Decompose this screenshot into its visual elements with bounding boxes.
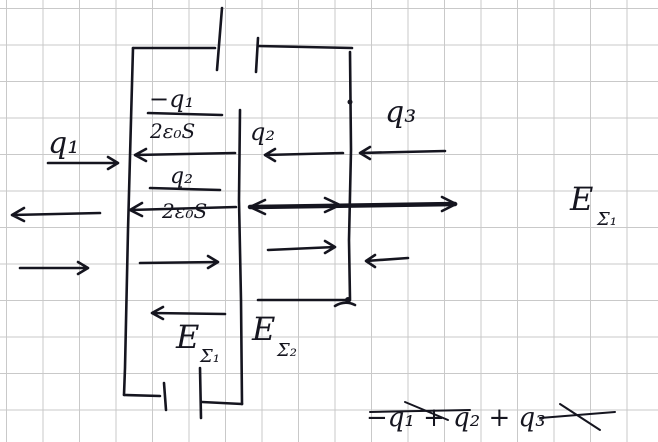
arrow-q2-field-left <box>128 201 238 218</box>
label-q2-plate: q₂ <box>250 118 275 146</box>
arrow-lower-right-left <box>364 253 410 269</box>
arrow-field-left <box>133 147 237 163</box>
arrow-outer-left <box>10 206 102 223</box>
arrow-lower-outer-right <box>18 260 90 276</box>
arrow-e-sigma1-left <box>150 305 227 321</box>
label-e-sigma1-sub: Σ₁ <box>199 346 220 367</box>
plate-right <box>333 50 357 308</box>
arrow-q2-left <box>263 147 345 163</box>
arrow-lower-mid-right <box>266 239 337 255</box>
label-e-right-sub: Σ₁ <box>596 209 617 230</box>
arrow-head-right-outer <box>440 195 458 213</box>
arrow-q1-right <box>46 155 120 171</box>
fraction-bar-2 <box>148 186 222 192</box>
fraction-bar-1 <box>146 111 224 117</box>
arrow-lower-inner-right <box>138 254 220 270</box>
label-e-sigma2-sub: Σ₂ <box>276 340 297 361</box>
arrow-q3-left <box>358 145 447 161</box>
label-e-sigma1: E <box>175 318 199 356</box>
label-q3: q₃ <box>385 95 416 130</box>
svg-text:−q₁ + q₂ + q₃: −q₁ + q₂ + q₃ <box>366 403 546 433</box>
arrows <box>10 145 458 321</box>
label-e-right: E <box>569 180 593 218</box>
crossed-out-sum: −q₁ + q₂ + q₃ <box>366 401 616 433</box>
top-circuit-wire <box>131 6 354 74</box>
arrow-thick-bar <box>247 201 458 210</box>
label-q2-field: q₂ <box>170 164 193 189</box>
label-2eps0S-1: 2ε₀S <box>149 119 195 143</box>
bottom-circuit-wire <box>122 366 244 420</box>
arrow-head-right-mid <box>323 196 342 214</box>
label-q1: q₁ <box>48 126 79 161</box>
label-2eps0S-2: 2ε₀S <box>161 199 207 223</box>
plate-middle <box>237 108 244 406</box>
arrow-head-left-mid <box>248 198 267 216</box>
plate-left <box>122 46 135 397</box>
label-minus-q1: −q₁ <box>149 85 194 113</box>
label-e-sigma2: E <box>251 310 275 348</box>
